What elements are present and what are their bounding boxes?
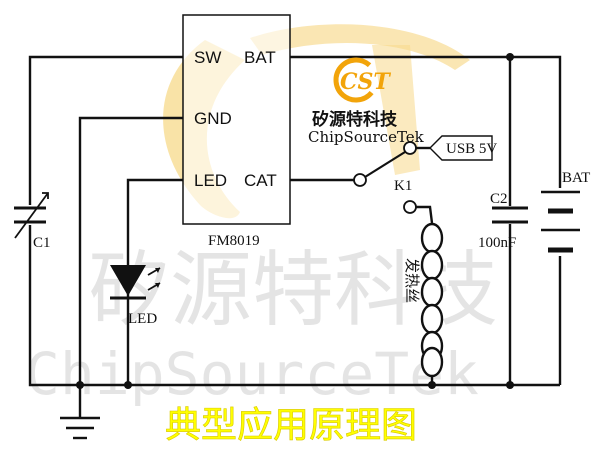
- pin-sw-label: SW: [194, 48, 221, 67]
- pin-cat-label: CAT: [244, 171, 277, 190]
- k1-label: K1: [394, 178, 412, 194]
- c2-value-label: 100nF: [478, 235, 516, 251]
- led-diode: LED: [110, 265, 161, 327]
- diagram-caption: 典型应用原理图: [165, 405, 417, 446]
- battery: BAT: [536, 170, 590, 256]
- pin-led-label: LED: [194, 171, 227, 190]
- heater-label: 发热丝: [403, 258, 421, 303]
- watermark-english: ChipSourceTek: [25, 340, 479, 408]
- company-logo: CST 矽源特科技 ChipSourceTek: [308, 57, 425, 146]
- ground-symbol: [60, 416, 100, 440]
- usb-5v-terminal: USB 5V: [429, 135, 497, 161]
- heater-coil: [420, 222, 444, 378]
- switch-k1: K1: [353, 141, 417, 214]
- pin-bat-label: BAT: [244, 48, 276, 67]
- usb-label: USB 5V: [446, 141, 497, 157]
- capacitor-c1: C1: [14, 192, 51, 251]
- logo-title-cn: 矽源特科技: [312, 109, 398, 130]
- capacitor-c2: C2 100nF: [478, 191, 528, 251]
- logo-letters: CST: [340, 69, 391, 95]
- c2-label: C2: [490, 191, 508, 207]
- logo-title-en: ChipSourceTek: [308, 128, 425, 146]
- junction-dots: [76, 53, 514, 389]
- pin-gnd-label: GND: [194, 109, 232, 128]
- chip-name-label: FM8019: [208, 233, 260, 249]
- battery-label: BAT: [562, 170, 590, 186]
- c1-label: C1: [33, 235, 51, 251]
- chip-fm8019: SW BAT GND LED CAT FM8019: [182, 14, 291, 249]
- led-label: LED: [128, 311, 157, 327]
